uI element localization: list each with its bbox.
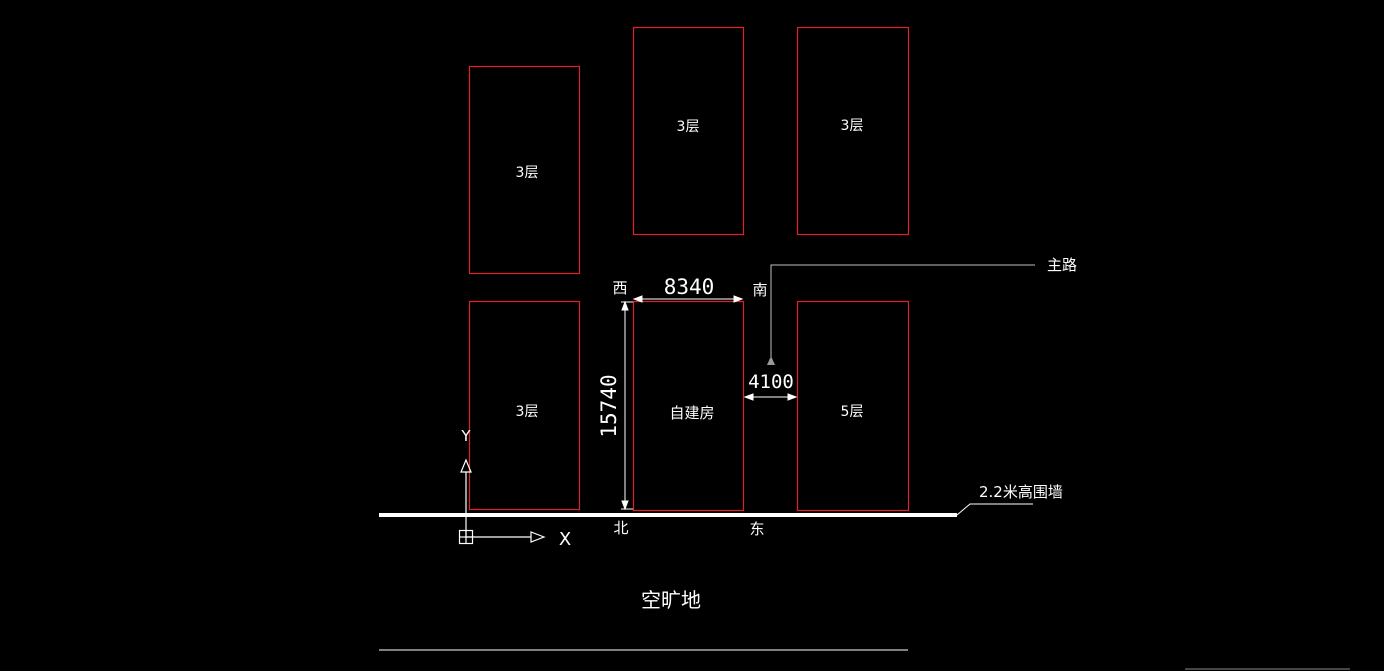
- dimension-width: [632, 295, 744, 303]
- ucs-y-label: Y: [460, 427, 471, 445]
- main-road-leader: [767, 264, 1035, 365]
- building-top-right: [796, 26, 910, 236]
- label-bottom-left: 3层: [516, 404, 539, 420]
- label-top-right: 3层: [841, 118, 864, 134]
- building-top-left: [468, 65, 581, 275]
- building-self-built: [632, 300, 745, 512]
- wall-leader: [956, 503, 1033, 516]
- building-top-middle: [632, 26, 745, 236]
- direction-west: 西: [612, 279, 627, 297]
- label-bottom-right: 5层: [841, 404, 864, 420]
- dimension-gap-text: 4100: [748, 371, 794, 393]
- dimension-gap: [743, 393, 798, 401]
- main-road-label: 主路: [1047, 256, 1077, 274]
- building-bottom-right: [796, 300, 910, 512]
- direction-south: 南: [752, 281, 767, 299]
- ucs-icon: [458, 458, 546, 545]
- label-self-built: 自建房: [669, 404, 714, 422]
- building-bottom-left: [468, 300, 581, 511]
- dimension-height-text: 15740: [597, 374, 621, 437]
- direction-north: 北: [613, 519, 628, 537]
- direction-east: 东: [749, 520, 764, 538]
- ucs-x-label: X: [559, 529, 571, 550]
- open-ground-label: 空旷地: [641, 588, 701, 612]
- label-top-left: 3层: [516, 165, 539, 181]
- dimension-width-text: 8340: [664, 275, 715, 299]
- wall-label: 2.2米高围墙: [979, 483, 1063, 501]
- dimension-height: [621, 300, 633, 511]
- label-top-middle: 3层: [677, 119, 700, 135]
